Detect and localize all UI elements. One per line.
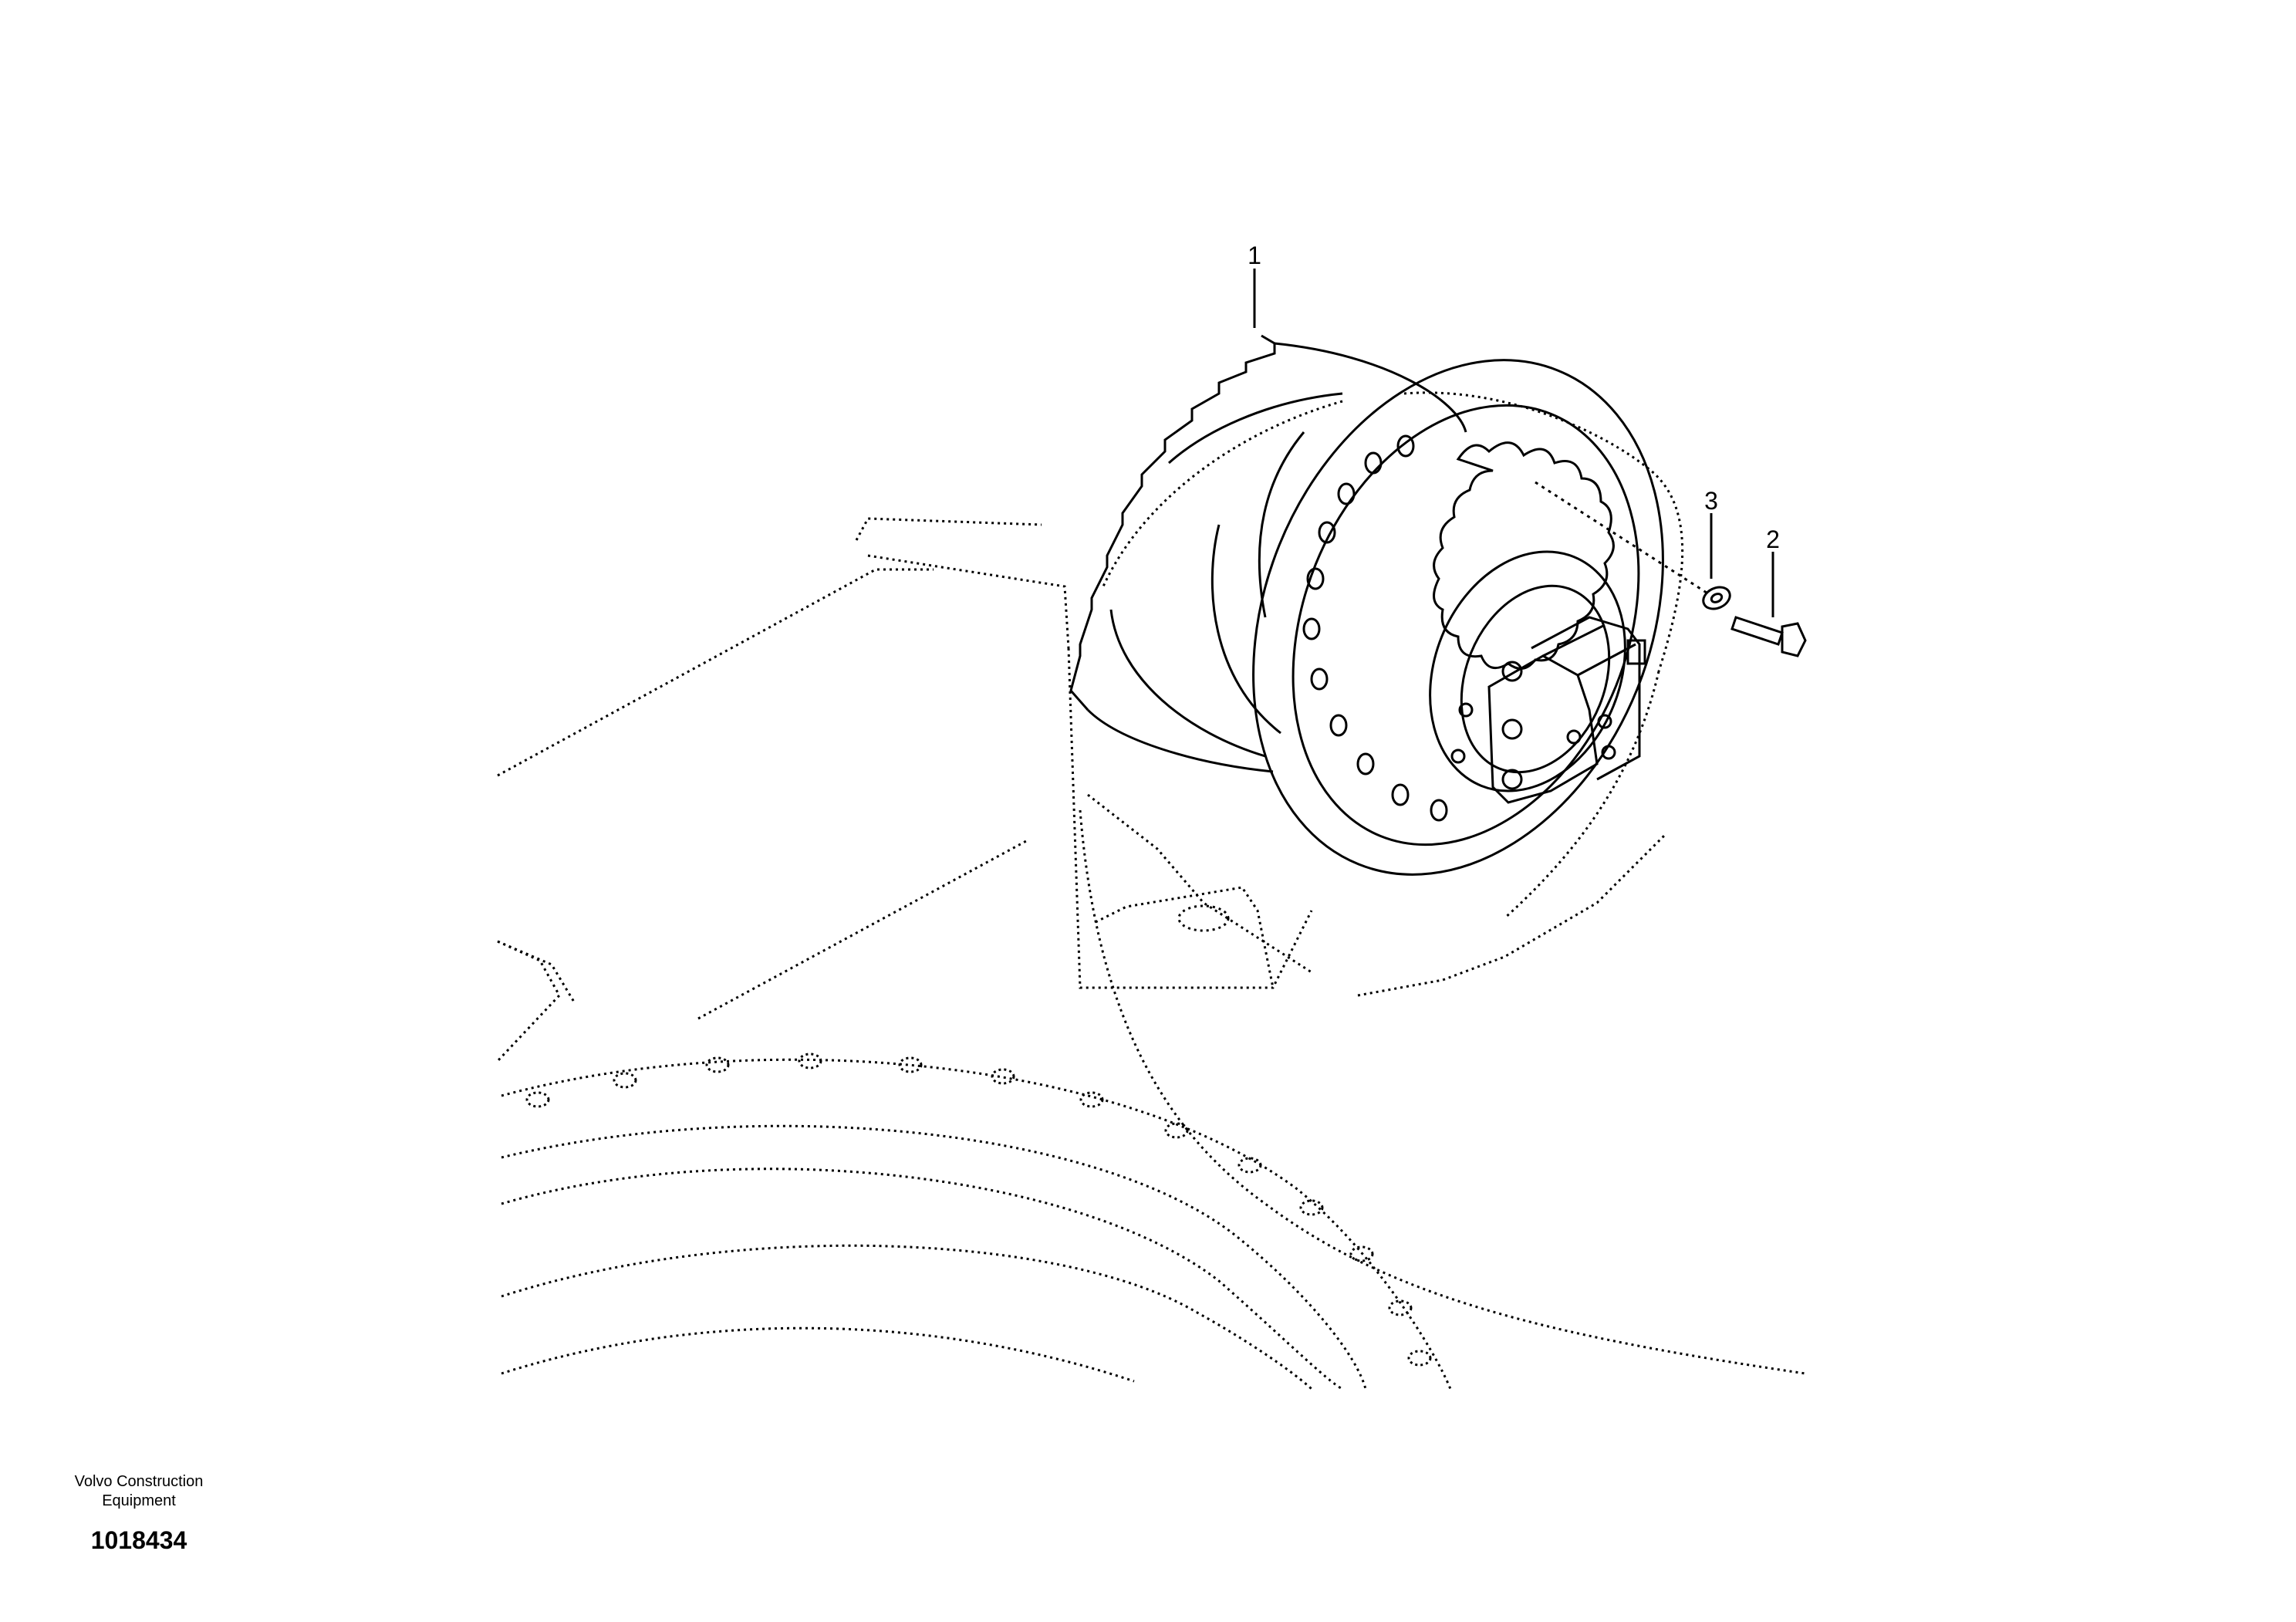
callout-1: 1 [1248,242,1261,269]
slewing-ring-outline [501,1058,1452,1391]
travel-motor-final-drive [1069,334,1664,876]
slewing-ring-bolt-holes [525,1053,1432,1367]
manufacturer-line-2: Equipment [102,1492,176,1509]
assembly-line [1535,481,1710,596]
callout-2: 2 [1766,525,1780,553]
callout-3: 3 [1704,487,1718,515]
washer [1702,586,1731,610]
drive-toothed-ring [1069,334,1276,711]
drive-flange [1252,359,1664,876]
flange-bolt-holes [1302,434,1448,822]
drawing-number: 1018434 [90,1526,187,1554]
bolt [1730,616,1807,657]
motor-valve-block [1487,654,1599,804]
drawing-footer: Volvo Construction Equipment 1018434 [31,1472,247,1555]
drive-sprocket-scallops [1433,441,1615,670]
manufacturer-line-1: Volvo Construction [74,1473,204,1490]
track-frame-outline [496,391,1806,1375]
callout-leaders [1253,269,1774,617]
